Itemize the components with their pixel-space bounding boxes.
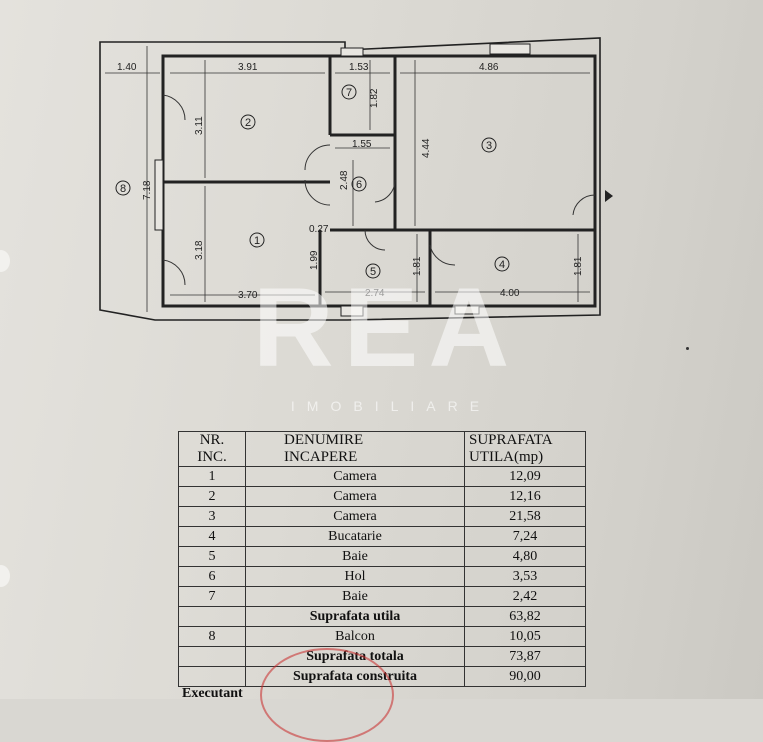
header-text: INC.	[197, 449, 227, 465]
official-stamp	[260, 648, 394, 742]
room-markers: 1 2 3 4 5 6 7 8	[115, 84, 510, 279]
cell-name: Hol	[245, 566, 465, 587]
dim-label: 4.00	[500, 288, 520, 299]
cell-nr: 7	[178, 586, 246, 607]
door-swings	[162, 94, 596, 286]
header-area: SUPRAFATA UTILA(mp)	[464, 431, 586, 467]
punch-hole	[0, 565, 10, 587]
header-text: INCAPERE	[284, 449, 358, 465]
windows	[154, 43, 531, 317]
room-number: 6	[356, 179, 362, 191]
cell-nr: 4	[178, 526, 246, 547]
cell-nr: 2	[178, 486, 246, 507]
dim-label: 0.27	[309, 224, 329, 235]
cell-nr: 3	[178, 506, 246, 527]
dim-label: 3.18	[194, 240, 205, 260]
balcony-outline	[99, 37, 601, 321]
cell-nr	[178, 666, 246, 687]
punch-hole	[0, 250, 10, 272]
cell-nr	[178, 606, 246, 627]
cell-nr: 8	[178, 626, 246, 647]
dimension-labels: 1.40 3.91 1.53 4.86 3.11 1.82 1.55 4.44 …	[117, 62, 584, 301]
cell-name: Camera	[245, 466, 465, 487]
watermark-tagline: IMOBILIARE	[290, 398, 492, 414]
dim-label: 1.55	[352, 139, 372, 150]
dim-label: 4.86	[479, 62, 499, 73]
floor-plan: 1.40 3.91 1.53 4.86 3.11 1.82 1.55 4.44 …	[99, 37, 613, 321]
cell-area: 63,82	[464, 606, 586, 627]
watermark-logo: REA	[252, 265, 520, 390]
room-number: 8	[120, 183, 126, 195]
cell-name: Camera	[245, 486, 465, 507]
cell-area: 2,42	[464, 586, 586, 607]
cell-area: 3,53	[464, 566, 586, 587]
header-text: UTILA(mp)	[469, 449, 544, 465]
dim-label: 7.18	[142, 180, 153, 200]
dim-label: 2.48	[339, 170, 350, 190]
cell-area: 21,58	[464, 506, 586, 527]
table-header-row: NR. INC. DENUMIRE INCAPERE SUPRAFATA UTI…	[178, 431, 586, 467]
cell-nr: 1	[178, 466, 246, 487]
cell-area: 10,05	[464, 626, 586, 647]
room-number: 2	[245, 117, 251, 129]
cell-name: Bucatarie	[245, 526, 465, 547]
cell-name: Balcon	[245, 626, 465, 647]
room-number: 5	[370, 266, 376, 278]
dim-label: 1.81	[412, 256, 423, 276]
cell-area: 12,09	[464, 466, 586, 487]
dimension-lines	[105, 46, 590, 312]
cell-nr	[178, 646, 246, 667]
dim-label: 1.81	[573, 256, 584, 276]
cell-name: Camera	[245, 506, 465, 527]
dim-label: 3.70	[238, 290, 258, 301]
header-text: NR.	[199, 432, 225, 448]
dim-label: 4.44	[421, 138, 432, 158]
header-text: DENUMIRE	[284, 432, 364, 448]
header-name: DENUMIRE INCAPERE	[245, 431, 465, 467]
room-number: 7	[346, 87, 352, 99]
dim-label: 3.91	[238, 62, 258, 73]
header-text: SUPRAFATA	[469, 432, 553, 448]
ink-dot	[686, 347, 689, 350]
cell-name: Baie	[245, 586, 465, 607]
dim-label: 1.40	[117, 62, 137, 73]
header-nr: NR. INC.	[178, 431, 246, 467]
dim-label: 3.11	[194, 116, 205, 135]
entrance-arrow-icon	[605, 190, 613, 202]
dim-label: 1.99	[309, 250, 320, 270]
dim-label: 1.82	[369, 88, 380, 108]
executant-label: Executant	[182, 686, 243, 701]
cell-area: 90,00	[464, 666, 586, 687]
room-number: 4	[499, 259, 505, 271]
room-number: 3	[486, 140, 492, 152]
cell-nr: 5	[178, 546, 246, 567]
dim-label: 2.74	[365, 288, 385, 299]
cell-area: 73,87	[464, 646, 586, 667]
cell-nr: 6	[178, 566, 246, 587]
dim-label: 1.53	[349, 62, 369, 73]
room-area-table: NR. INC. DENUMIRE INCAPERE SUPRAFATA UTI…	[178, 431, 586, 687]
cell-name: Suprafata utila	[245, 606, 465, 627]
cell-area: 12,16	[464, 486, 586, 507]
cell-area: 7,24	[464, 526, 586, 547]
cell-name: Baie	[245, 546, 465, 567]
room-number: 1	[254, 235, 260, 247]
cell-area: 4,80	[464, 546, 586, 567]
walls	[161, 54, 597, 308]
